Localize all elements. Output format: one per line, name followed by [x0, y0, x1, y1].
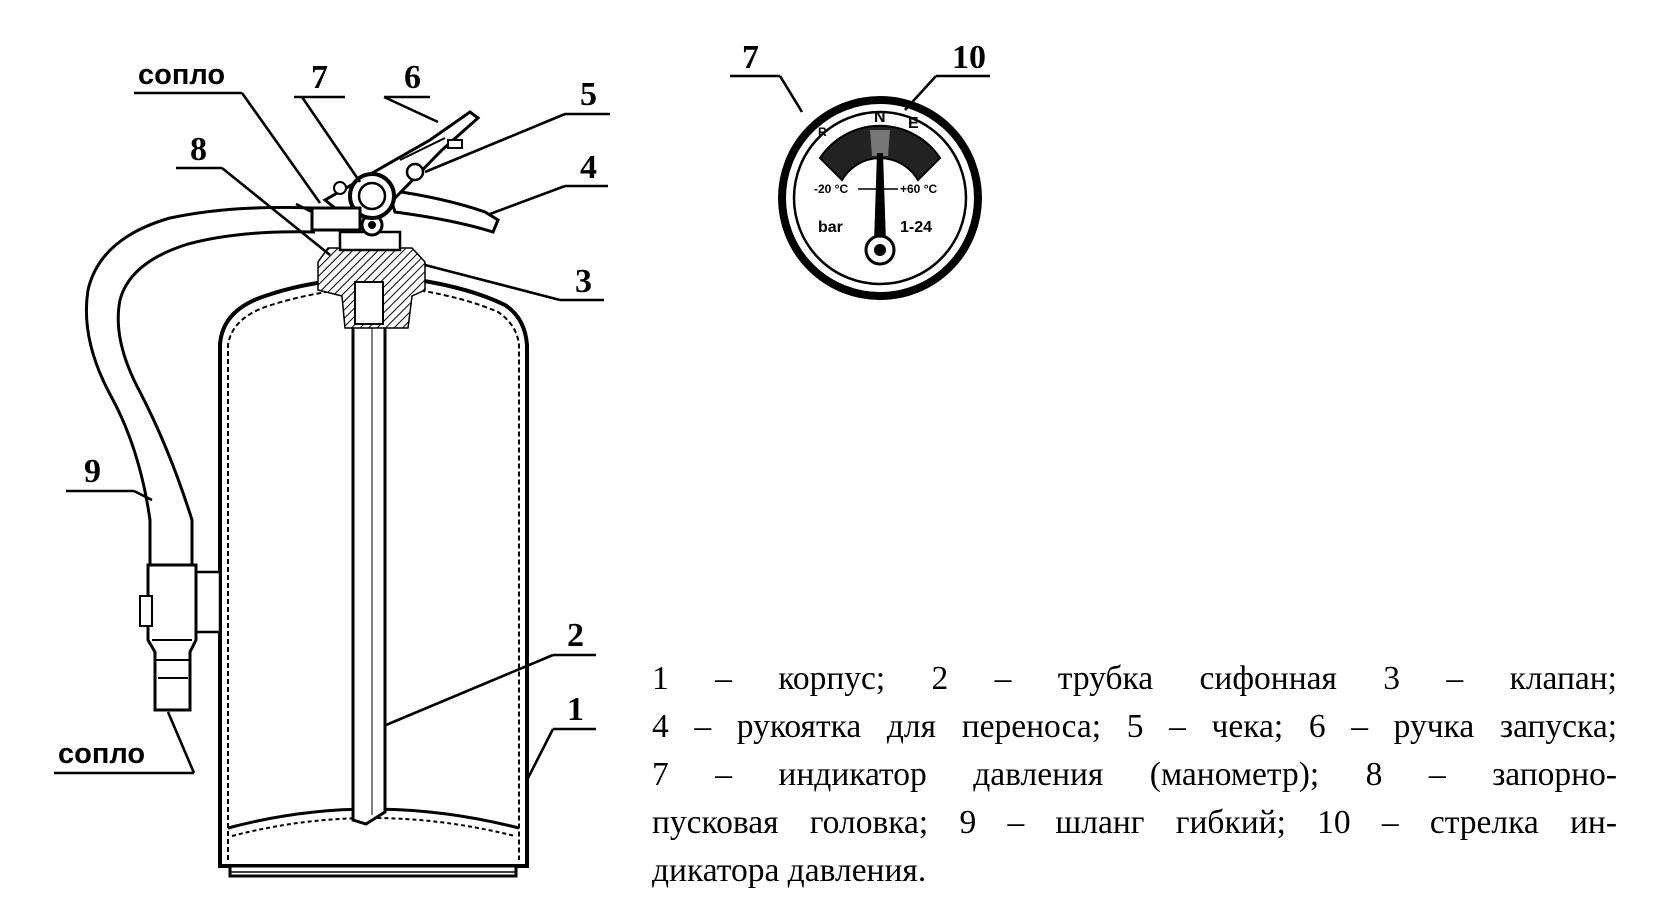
callout-gauge-10: 10 — [952, 39, 986, 76]
callout-7: 7 — [311, 59, 328, 96]
gauge-needle — [874, 153, 886, 243]
gauge-mark-e: E — [908, 115, 919, 132]
siphon-tube — [351, 298, 387, 826]
legend-line: 1 – корпус; 2 – трубка сифонная 3 – клап… — [652, 660, 1617, 697]
legend-line: дикатора давления. — [652, 852, 927, 889]
gauge-unit: bar — [818, 219, 843, 236]
callout-3: 3 — [575, 263, 592, 300]
callout-1: 1 — [567, 691, 584, 728]
flexible-hose — [84, 205, 316, 712]
legend-line: пусковая головка; 9 – шланг гибкий; 10 –… — [652, 804, 1617, 841]
legend: 1 – корпус; 2 – трубка сифонная 3 – клап… — [652, 655, 1617, 895]
gauge-range: 1-24 — [900, 219, 932, 236]
handle-assembly — [295, 110, 500, 234]
gauge-temp-left: -20 °C — [814, 182, 848, 196]
callout-9: 9 — [84, 453, 101, 490]
gauge-temp-right: +60 °C — [900, 182, 937, 196]
callout-nozzle-top: сопло — [138, 59, 225, 91]
callout-4: 4 — [580, 149, 597, 186]
callout-5: 5 — [580, 76, 597, 113]
gauge-mark-n: N — [874, 109, 886, 126]
gauge-mark-low: R — [818, 125, 827, 139]
pressure-gauge: R N E -20 °C +60 °C bar 1-24 — [778, 96, 982, 300]
callout-nozzle-bottom: сопло — [58, 738, 145, 770]
callout-8: 8 — [190, 131, 207, 168]
callout-gauge-7: 7 — [742, 39, 759, 76]
callout-6: 6 — [404, 59, 421, 96]
valve-head — [317, 213, 426, 329]
callout-2: 2 — [567, 617, 584, 654]
legend-line: 7 – индикатор давления (манометр); 8 – з… — [652, 756, 1617, 793]
legend-line: 4 – рукоятка для переноса; 5 – чека; 6 –… — [652, 708, 1617, 745]
